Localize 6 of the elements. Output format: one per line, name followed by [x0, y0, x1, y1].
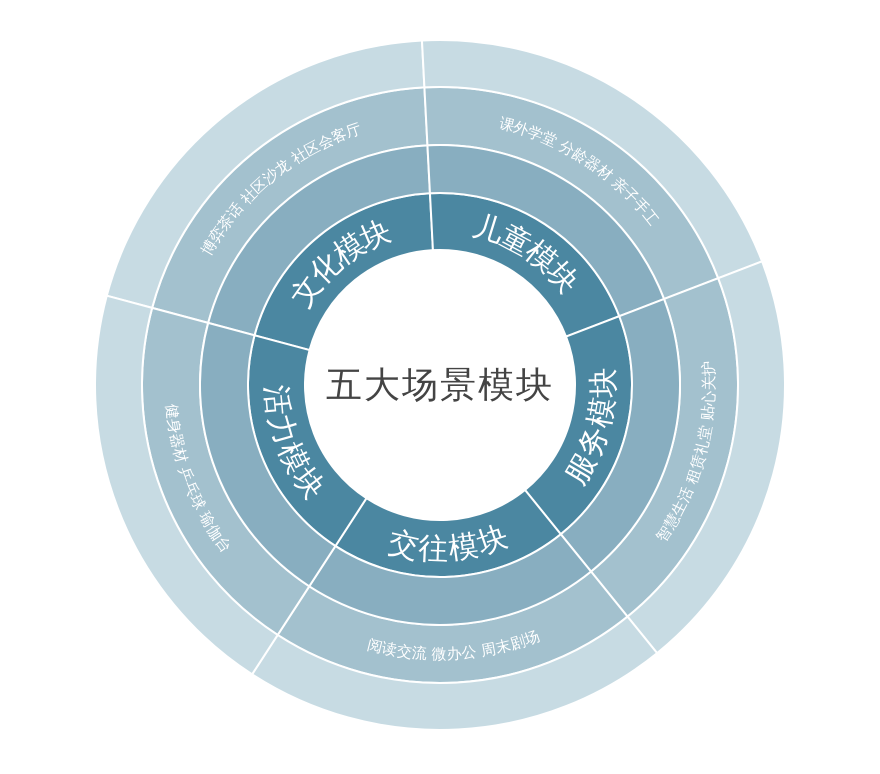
module-label: 交往模块	[385, 518, 512, 566]
feature-list: 阅读交流 微办公 周末剧场	[365, 626, 542, 664]
center-title: 五大场景模块	[326, 364, 554, 408]
module-label: 服务模块	[558, 368, 622, 491]
feature-list: 智慧生活 租赁礼堂 贴心关护	[652, 360, 718, 546]
feature-list: 健身器材 乒乓球 瑜伽台	[162, 402, 236, 556]
